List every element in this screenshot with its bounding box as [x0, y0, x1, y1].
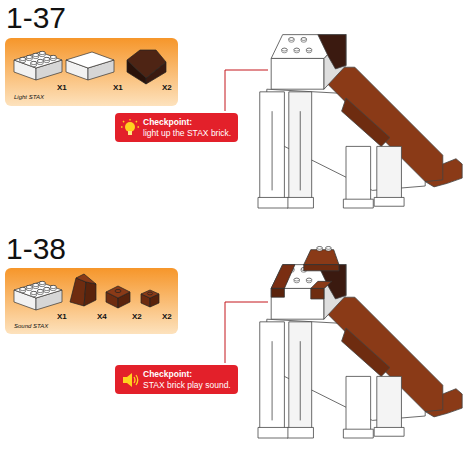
panel-ground [5, 268, 178, 334]
quantity-label: X2 [162, 83, 172, 92]
head-bricks [271, 247, 339, 299]
quantity-label: X1 [113, 83, 123, 92]
bulb-base [128, 131, 132, 135]
speaker-body [123, 373, 132, 387]
cat-model [258, 35, 462, 208]
slope-brick [127, 50, 166, 84]
tiny-brick [141, 290, 159, 307]
checkpoint-heading: Checkpoint: [143, 117, 231, 128]
parts-panel: X1 X1 X2Light STAX [5, 38, 178, 106]
checkpoint-text: STAX brick play sound. [143, 380, 231, 391]
small-brick [106, 286, 130, 308]
leader-line [225, 70, 268, 111]
quantity-label: X2 [162, 312, 172, 321]
panel-ground [5, 38, 178, 106]
sound-stax-brick [14, 281, 62, 310]
light-stax-brick [14, 51, 62, 80]
quantity-label: X1 [57, 83, 67, 92]
parts-panel: X1 X4 X2 X2Sound STAX [5, 268, 178, 334]
step-number: 1-38 [6, 234, 66, 264]
leader-line [225, 302, 268, 363]
bulb-glass [125, 122, 135, 132]
speaker-icon [120, 370, 140, 390]
checkpoint-box: Checkpoint:STAX brick play sound. [115, 365, 238, 394]
tall-slope-brick [70, 274, 96, 306]
step-number: 1-37 [6, 3, 66, 33]
part-name: Sound STAX [14, 323, 48, 329]
checkpoint-text: light up the STAX brick. [143, 128, 231, 139]
sound-waves [134, 375, 138, 385]
cat-model [258, 265, 462, 438]
bulb-rays [121, 119, 139, 127]
quantity-label: X4 [97, 312, 107, 321]
part-name: Light STAX [14, 94, 44, 100]
quantity-label: X1 [57, 312, 67, 321]
quantity-label: X2 [132, 312, 142, 321]
checkpoint-box: Checkpoint:light up the STAX brick. [115, 113, 238, 142]
checkpoint-heading: Checkpoint: [143, 369, 231, 380]
bulb-icon [120, 118, 140, 138]
white-brick [66, 52, 114, 80]
